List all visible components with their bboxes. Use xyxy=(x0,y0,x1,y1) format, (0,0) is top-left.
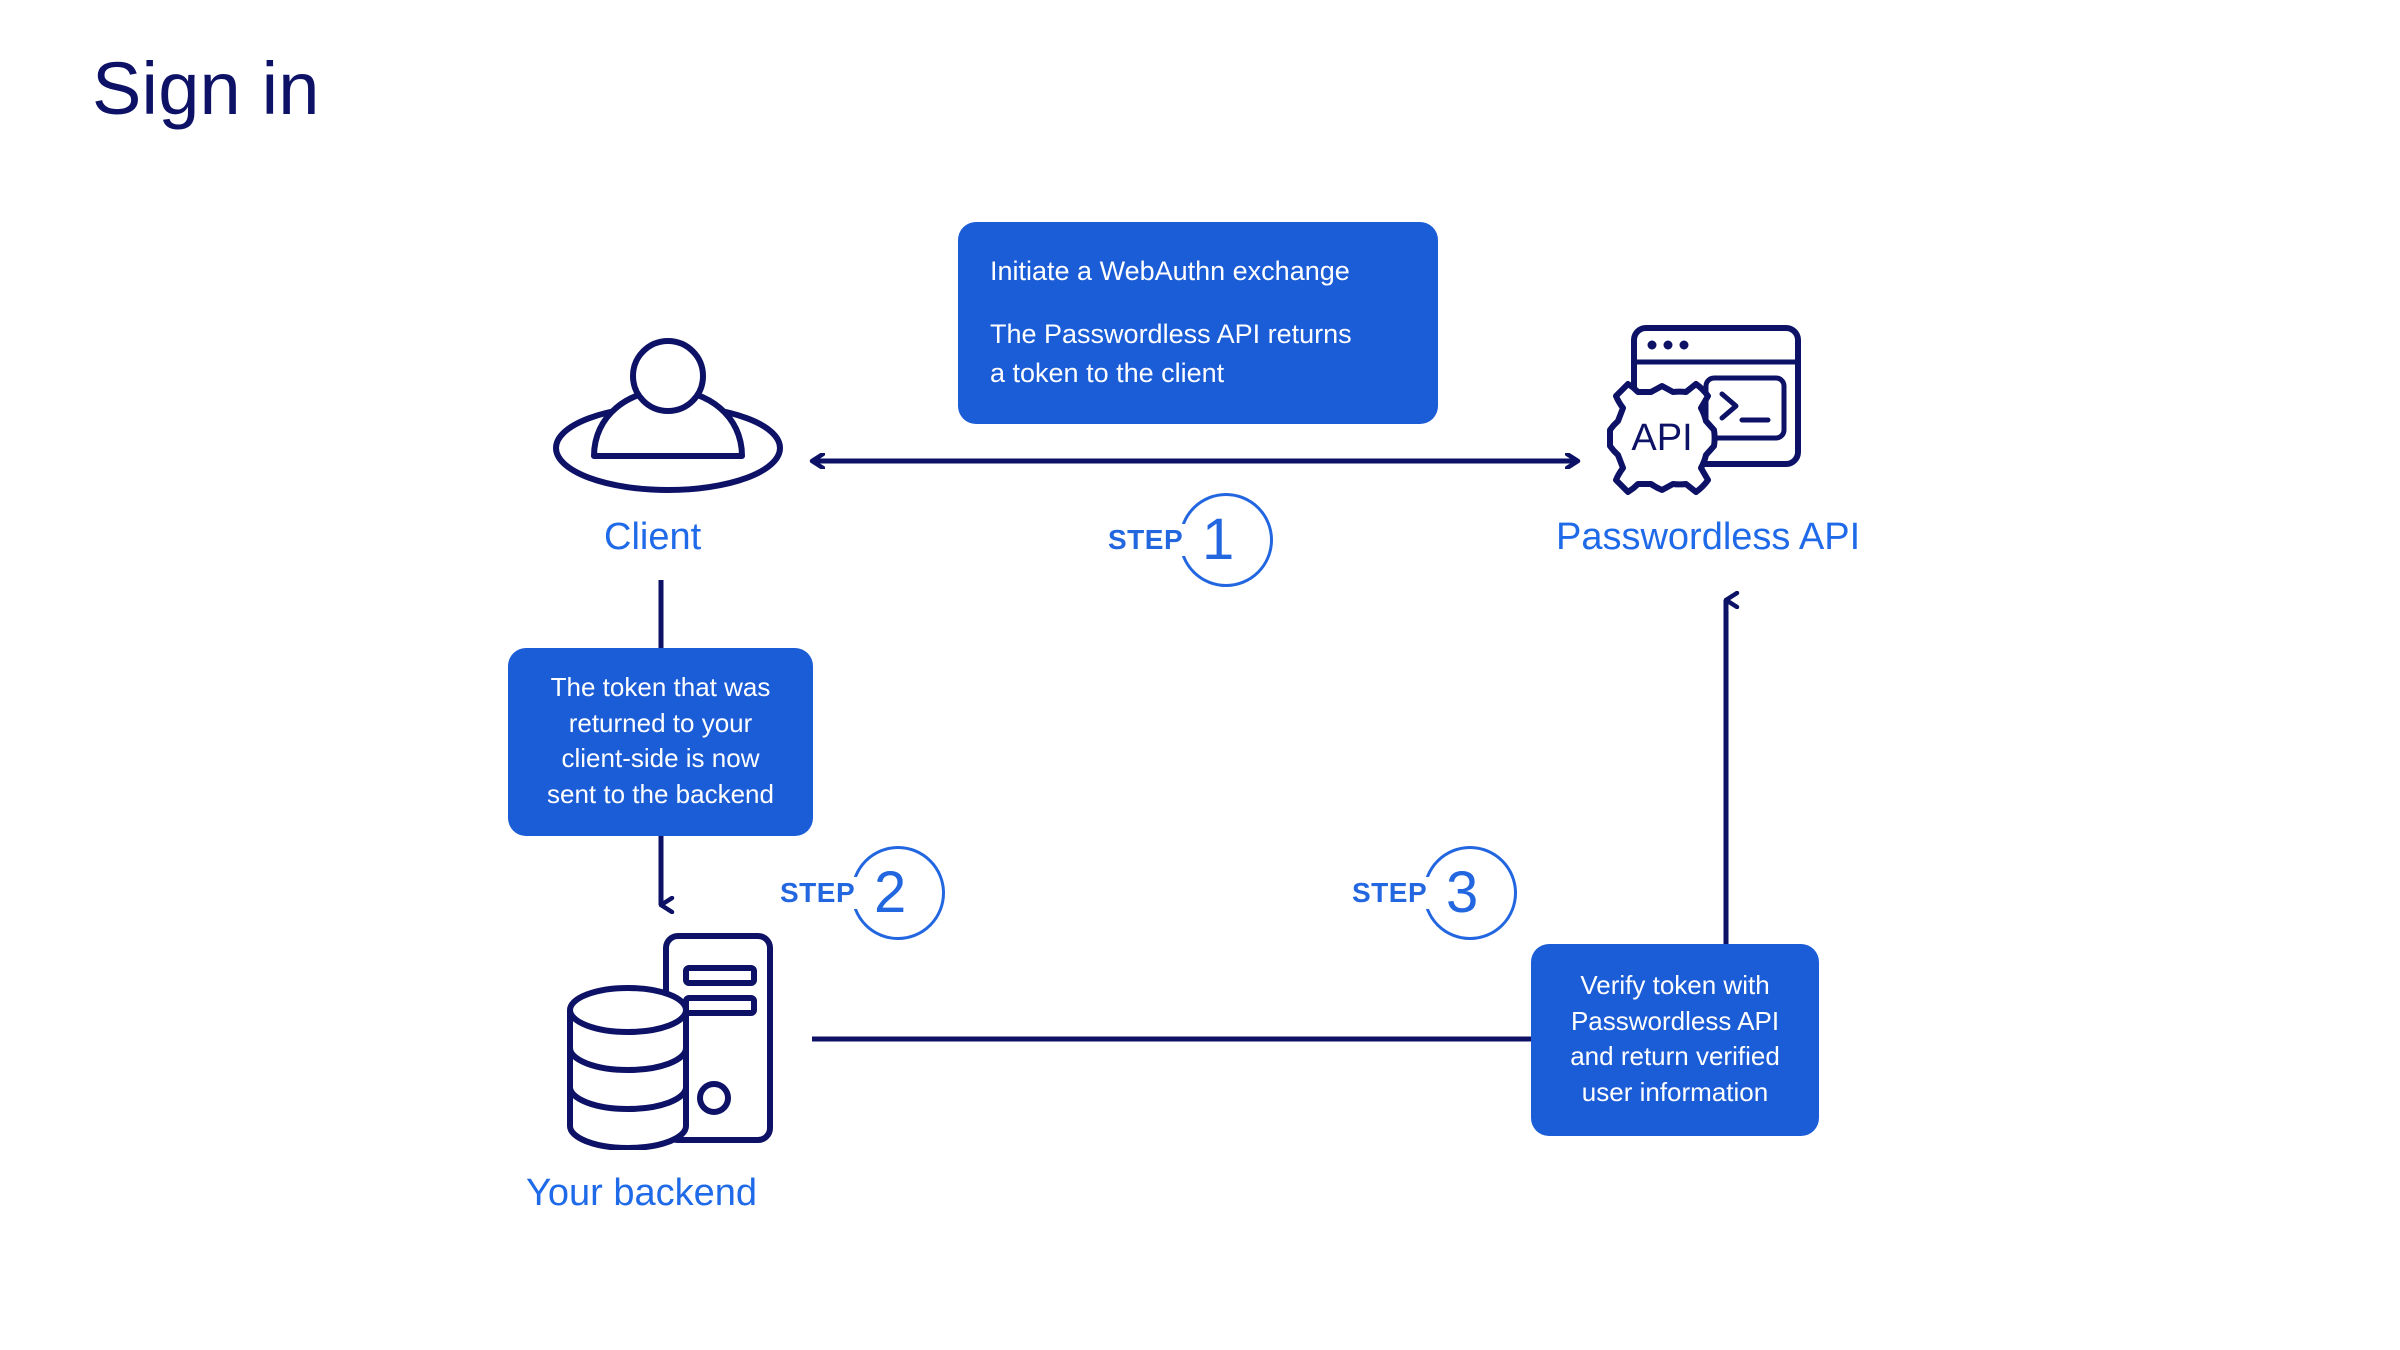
step-1-word: STEP xyxy=(1106,524,1188,556)
node-label-backend: Your backend xyxy=(526,1172,758,1214)
step-2-circle: 2 xyxy=(851,846,946,940)
callout-2-text: The token that was returned to your clie… xyxy=(547,672,774,809)
callout-step-3: Verify token with Passwordless API and r… xyxy=(1531,944,1819,1137)
api-gear-text: API xyxy=(1631,417,1692,459)
step-badge-2: STEP 2 xyxy=(778,845,946,941)
database-server-icon xyxy=(548,930,788,1155)
step-2-word: STEP xyxy=(778,877,860,909)
page-title: Sign in xyxy=(92,47,320,130)
step-3-word: STEP xyxy=(1350,877,1432,909)
callout-step-2: The token that was returned to your clie… xyxy=(508,648,813,837)
node-label-client: Client xyxy=(604,516,702,558)
step-1-number: 1 xyxy=(1202,507,1235,572)
callout-step-1: Initiate a WebAuthn exchange The Passwor… xyxy=(958,222,1438,424)
step-3-number: 3 xyxy=(1446,860,1479,925)
callout-1-spacer xyxy=(990,290,1408,315)
step-3-circle: 3 xyxy=(1423,846,1518,940)
user-avatar-icon xyxy=(548,338,788,503)
node-label-api: Passwordless API xyxy=(1556,516,1861,558)
step-2-number: 2 xyxy=(874,860,907,925)
api-terminal-gear-icon: API xyxy=(1596,320,1806,505)
step-badge-3: STEP 3 xyxy=(1350,845,1518,941)
step-badge-1: STEP 1 xyxy=(1106,492,1274,588)
callout-1-line-1: Initiate a WebAuthn exchange xyxy=(990,256,1350,286)
step-1-circle: 1 xyxy=(1179,493,1274,587)
callout-1-line-2: The Passwordless API returns a token to … xyxy=(990,319,1352,388)
callout-3-text: Verify token with Passwordless API and r… xyxy=(1570,970,1780,1107)
